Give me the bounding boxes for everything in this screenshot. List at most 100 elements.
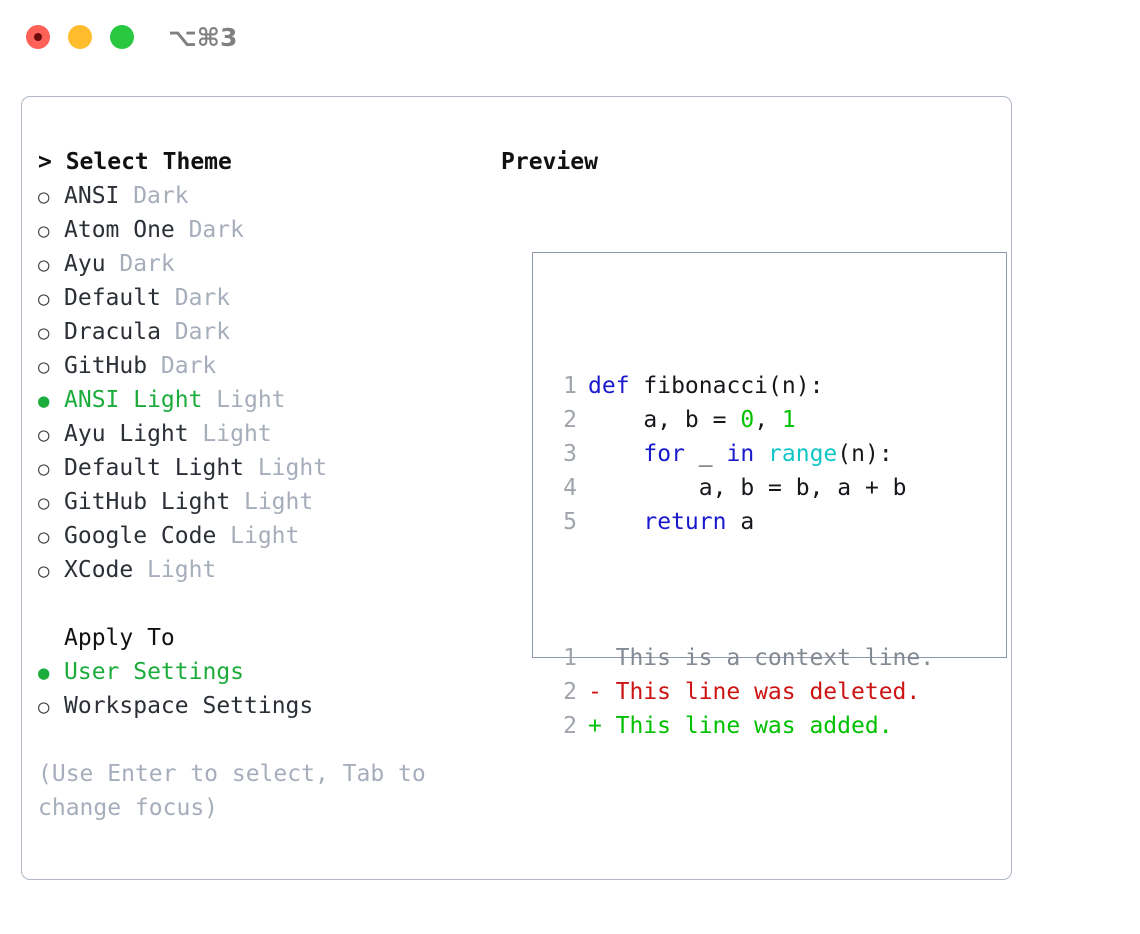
line-number: 1 [563,645,577,671]
theme-name: Default Light [64,455,245,481]
minimize-button[interactable] [68,25,92,49]
token-plain: ): [795,373,824,399]
token-plain: a [726,509,755,535]
token-plain: a, b = b, a + b [588,475,907,501]
theme-name: ANSI [64,183,120,209]
token-plain: _ [684,441,727,467]
radio-unselected-icon[interactable]: ○ [38,254,50,276]
theme-name: XCode [64,557,134,583]
theme-name: ANSI Light [64,387,203,413]
keyboard-shortcut-label: ⌥⌘3 [168,23,238,52]
theme-item-xcode[interactable]: ○ XCode Light [38,553,478,587]
token-plain: fibonacci( [629,373,782,399]
diff-sign [588,641,616,675]
theme-name: Dracula [64,319,161,345]
apply-to-section: Apply To ●User Settings○Workspace Settin… [38,621,478,723]
diff-sign: - [588,679,602,705]
radio-selected-icon[interactable]: ● [38,390,50,412]
diff-line-ctx: 1 This is a context line. [543,641,934,675]
line-number: 1 [563,373,577,399]
diff-content: This is a context line. [615,645,935,671]
diff-line-del: 2 -This line was deleted. [543,675,934,709]
traffic-lights [26,25,134,49]
keyboard-hint-text: (Use Enter to select, Tab to change focu… [38,761,440,821]
code-text: def fibonacci(n): [588,369,823,403]
radio-selected-icon[interactable]: ● [38,662,50,684]
theme-name: Ayu [64,251,106,277]
theme-name: Google Code [64,523,217,549]
diff-line-add: 2 + This line was added. [543,709,934,743]
token-plain [754,441,768,467]
radio-unselected-icon[interactable]: ○ [38,424,50,446]
radio-unselected-icon[interactable]: ○ [38,492,50,514]
theme-item-atom-one[interactable]: ○ Atom One Dark [38,213,478,247]
theme-kind-label: Dark [188,217,244,243]
theme-kind-label: Light [147,557,217,583]
line-number: 2 [563,713,577,739]
diff-text: This is a context line. [588,641,935,675]
theme-kind-label: Light [216,387,286,413]
apply-to-options[interactable]: ● User Settings ○ Workspace Settings [38,655,478,723]
code-text: for _ in range(n): [588,437,892,471]
theme-kind-label: Light [202,421,272,447]
theme-kind-label: Light [230,523,300,549]
theme-item-ayu-light[interactable]: ○ Ayu Light Light [38,417,478,451]
theme-item-default-light[interactable]: ○ Default Light Light [38,451,478,485]
theme-item-ansi-light[interactable]: ● ANSI Light Light [38,383,478,417]
code-text: return a [588,505,754,539]
theme-kind-label: Dark [119,251,175,277]
diff-text: + This line was added. [588,709,893,743]
theme-name: Ayu Light [64,421,189,447]
token-num: 1 [781,407,796,433]
radio-unselected-icon[interactable]: ○ [38,288,50,310]
radio-unselected-icon[interactable]: ○ [38,560,50,582]
theme-name: Atom One [64,217,175,243]
radio-unselected-icon[interactable]: ○ [38,356,50,378]
radio-unselected-icon[interactable]: ○ [38,458,50,480]
preview-heading: Preview [501,149,598,175]
radio-unselected-icon[interactable]: ○ [38,220,50,242]
token-plain: a, b = [588,407,741,433]
apply-to-option-user-settings[interactable]: ● User Settings [38,655,478,689]
diff-text: -This line was deleted. [588,675,920,709]
line-number: 5 [563,509,577,535]
token-kw: return [643,509,727,535]
diff-content: This line was added. [615,713,893,739]
apply-to-option-workspace-settings[interactable]: ○ Workspace Settings [38,689,478,723]
theme-item-ayu[interactable]: ○ Ayu Dark [38,247,478,281]
token-plain: , [754,407,782,433]
apply-to-label: User Settings [64,659,245,685]
maximize-button[interactable] [110,25,134,49]
theme-kind-label: Light [257,455,328,481]
line-number: 2 [563,679,577,705]
code-line: 1 def fibonacci(n): [543,369,934,403]
title-bar: ⌥⌘3 [0,0,1140,78]
radio-unselected-icon[interactable]: ○ [38,322,50,344]
token-plain [588,441,643,467]
radio-unselected-icon[interactable]: ○ [38,186,50,208]
diff-sign: + [588,713,602,739]
code-line: 4 a, b = b, a + b [543,471,934,505]
code-line: 2 a, b = 0, 1 [543,403,934,437]
token-kw: for [643,441,685,467]
token-kw: in [726,441,755,467]
theme-name: GitHub [64,353,148,379]
token-plain [588,509,643,535]
close-button[interactable] [26,25,50,49]
code-text: a, b = b, a + b [588,471,907,505]
radio-unselected-icon[interactable]: ○ [38,526,50,548]
theme-item-google-code[interactable]: ○ Google Code Light [38,519,478,553]
radio-unselected-icon[interactable]: ○ [38,696,50,718]
apply-to-label: Workspace Settings [64,693,314,719]
